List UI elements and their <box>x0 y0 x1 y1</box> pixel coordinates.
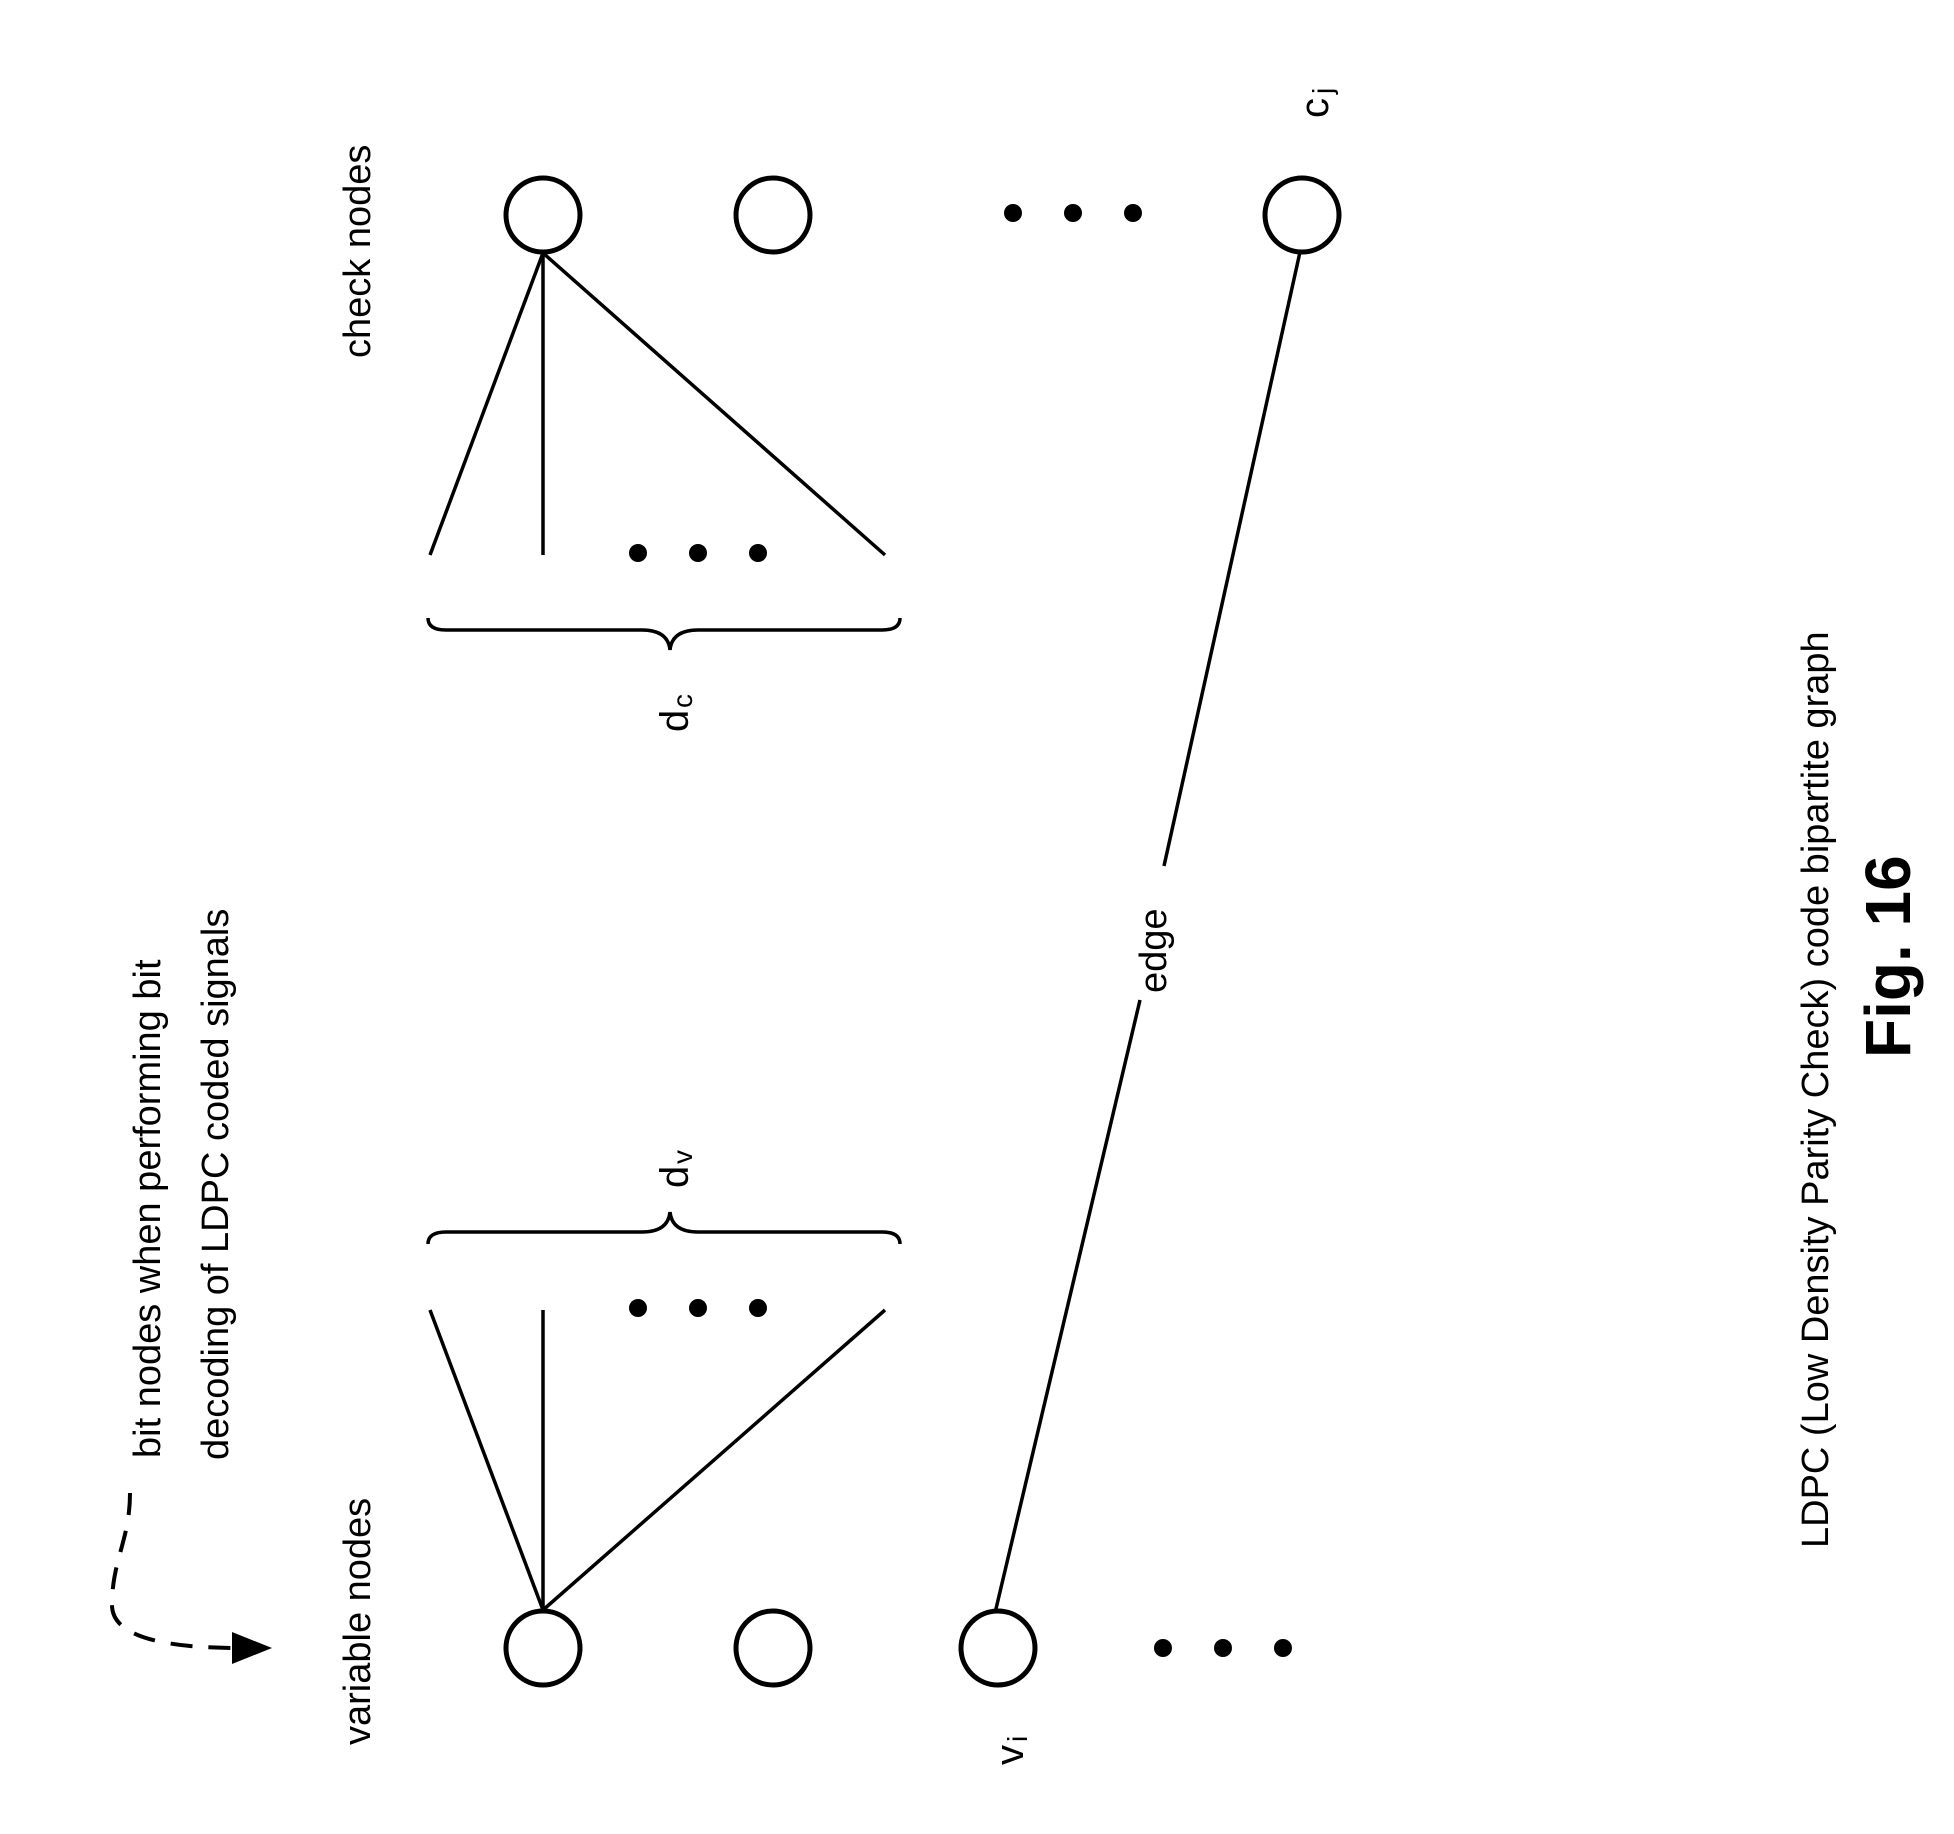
vi-label-subscript: i <box>1002 1736 1033 1742</box>
annotation-line-2: decoding of LDPC coded signals <box>195 909 237 1460</box>
variable-node-edge <box>541 1308 887 1612</box>
annotation-arrowhead <box>232 1632 272 1664</box>
dv-label: d v <box>653 1150 698 1188</box>
dv-brace <box>426 1211 902 1245</box>
variable-nodes-label: variable nodes <box>337 1498 379 1745</box>
edge-line-lower <box>993 999 1142 1614</box>
ellipsis-dot <box>1124 204 1142 222</box>
ellipsis-dot <box>689 1299 707 1317</box>
ellipsis-dot <box>1154 1639 1172 1657</box>
check-node-edge <box>428 252 545 556</box>
cj-label: c j <box>1293 88 1338 118</box>
vi-label-base: v <box>988 1745 1032 1765</box>
cj-label-subscript: j <box>1307 88 1338 95</box>
figure-caption: LDPC (Low Density Parity Check) code bip… <box>1795 631 1837 1548</box>
dv-label-base: d <box>653 1166 697 1188</box>
check-nodes-label: check nodes <box>337 145 379 358</box>
check-node <box>733 175 813 255</box>
variable-node-vi <box>958 1608 1038 1688</box>
check-node-edge <box>541 251 887 557</box>
dc-brace <box>426 617 902 651</box>
ellipsis-dot <box>749 544 767 562</box>
edge-label: edge <box>1133 908 1175 993</box>
edge-line-upper <box>1162 251 1302 867</box>
variable-node <box>733 1608 813 1688</box>
ellipsis-dot <box>629 1299 647 1317</box>
check-node <box>503 175 583 255</box>
ellipsis-dot <box>689 544 707 562</box>
ellipsis-dot <box>1004 204 1022 222</box>
figure-title: Fig. 16 <box>1852 855 1924 1058</box>
ellipsis-dot <box>629 544 647 562</box>
dc-label-base: d <box>653 710 697 732</box>
dc-label-subscript: c <box>667 694 698 708</box>
variable-node-edge <box>428 1309 545 1611</box>
ellipsis-dot <box>1274 1639 1292 1657</box>
annotation-dashed-arrow <box>109 1492 241 1650</box>
check-node-cj <box>1262 175 1342 255</box>
dv-label-subscript: v <box>667 1150 698 1164</box>
dc-label: d c <box>653 694 698 732</box>
cj-label-base: c <box>1293 98 1337 118</box>
ellipsis-dot <box>1064 204 1082 222</box>
vi-label: v i <box>988 1736 1033 1765</box>
annotation-line-1: bit nodes when performing bit <box>127 959 169 1458</box>
ellipsis-dot <box>749 1299 767 1317</box>
variable-node <box>503 1608 583 1688</box>
ellipsis-dot <box>1214 1639 1232 1657</box>
